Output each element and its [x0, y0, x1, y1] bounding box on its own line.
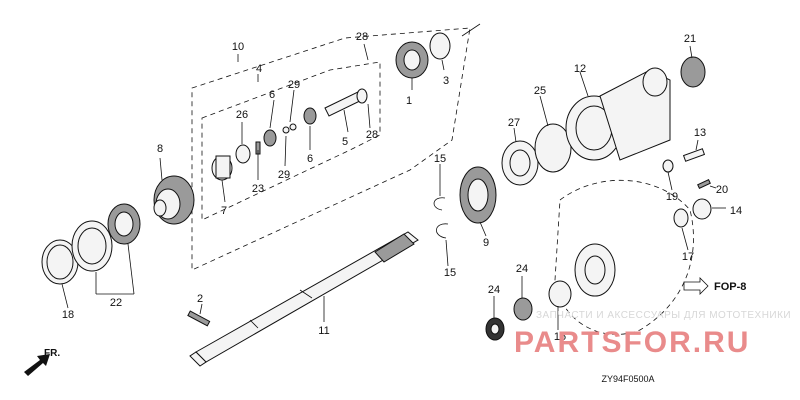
propeller-shaft-holder — [565, 67, 671, 161]
callout-29: 29 — [288, 79, 300, 91]
callout-28: 28 — [356, 31, 368, 43]
callout-24: 24 — [516, 263, 528, 275]
callout-20: 20 — [716, 184, 728, 196]
front-direction-label: FR. — [44, 348, 60, 359]
fop-arrow-icon — [683, 277, 709, 295]
snap-ring-2 — [436, 223, 449, 239]
castle-nut — [692, 198, 712, 220]
callout-22: 22 — [110, 297, 122, 309]
callout-4: 4 — [256, 63, 262, 75]
forward-gear — [153, 175, 195, 225]
bearing-assembly-left — [41, 203, 141, 285]
clutch-shifter — [211, 88, 368, 181]
callout-18: 18 — [62, 309, 74, 321]
callout-24b: 24 — [488, 284, 500, 296]
callout-3: 3 — [443, 75, 449, 87]
bolt — [682, 148, 706, 162]
callout-7: 7 — [221, 205, 227, 217]
leader-lines — [61, 43, 726, 330]
callout-8: 8 — [157, 143, 163, 155]
callout-21: 21 — [684, 33, 696, 45]
callout-16: 16 — [554, 331, 566, 343]
propeller-hub — [574, 243, 616, 297]
bushing — [548, 280, 572, 308]
oil-seal-2 — [513, 297, 533, 321]
callout-17: 17 — [682, 251, 694, 263]
washer — [662, 159, 674, 173]
assembly-frame-4 — [201, 61, 381, 221]
callout-15b: 15 — [444, 267, 456, 279]
o-ring — [534, 123, 572, 173]
callout-5: 5 — [342, 136, 348, 148]
pointer-arrow-icon — [461, 23, 481, 37]
snap-ring — [433, 197, 446, 211]
callout-13: 13 — [694, 127, 706, 139]
callout-labels: 1 2 3 4 5 6 6 7 8 9 10 11 12 13 14 15 15… — [62, 31, 742, 343]
oil-seal-inner — [490, 323, 500, 335]
watermark-brand: PARTSFOR.RU — [514, 326, 750, 359]
pinion-gear — [395, 41, 429, 79]
callout-29b: 29 — [278, 169, 290, 181]
callout-12: 12 — [574, 63, 586, 75]
front-direction-arrow-icon — [24, 354, 50, 376]
callout-19: 19 — [666, 191, 678, 203]
propeller-shaft — [189, 231, 419, 367]
fop-reference-label: FOP-8 — [714, 281, 746, 293]
ball-bearing — [501, 140, 539, 186]
drawing-code: ZY94F0500A — [601, 374, 654, 384]
callout-6b: 6 — [307, 153, 313, 165]
watermark-tagline: ЗАПЧАСТИ И АКСЕССУАРЫ ДЛЯ МОТОТЕХНИКИ — [536, 310, 791, 321]
propeller-outline — [554, 179, 694, 335]
callout-23: 23 — [252, 183, 264, 195]
assembly-frame-10 — [191, 27, 471, 271]
callout-26: 26 — [236, 109, 248, 121]
callout-14: 14 — [730, 205, 742, 217]
pin — [187, 310, 211, 327]
collar-ring — [429, 32, 451, 60]
reverse-gear — [459, 166, 497, 224]
callout-6: 6 — [269, 89, 275, 101]
callout-1: 1 — [406, 95, 412, 107]
callout-11: 11 — [318, 325, 329, 337]
cotter-pin — [697, 178, 711, 190]
callout-27: 27 — [508, 117, 520, 129]
thrust-washer — [673, 208, 689, 228]
needle-bearing — [680, 56, 706, 88]
callout-9: 9 — [483, 237, 489, 249]
callout-25: 25 — [534, 85, 546, 97]
callout-15: 15 — [434, 153, 446, 165]
callout-28b: 28 — [366, 129, 378, 141]
callout-2: 2 — [197, 293, 203, 305]
callout-10: 10 — [232, 41, 244, 53]
